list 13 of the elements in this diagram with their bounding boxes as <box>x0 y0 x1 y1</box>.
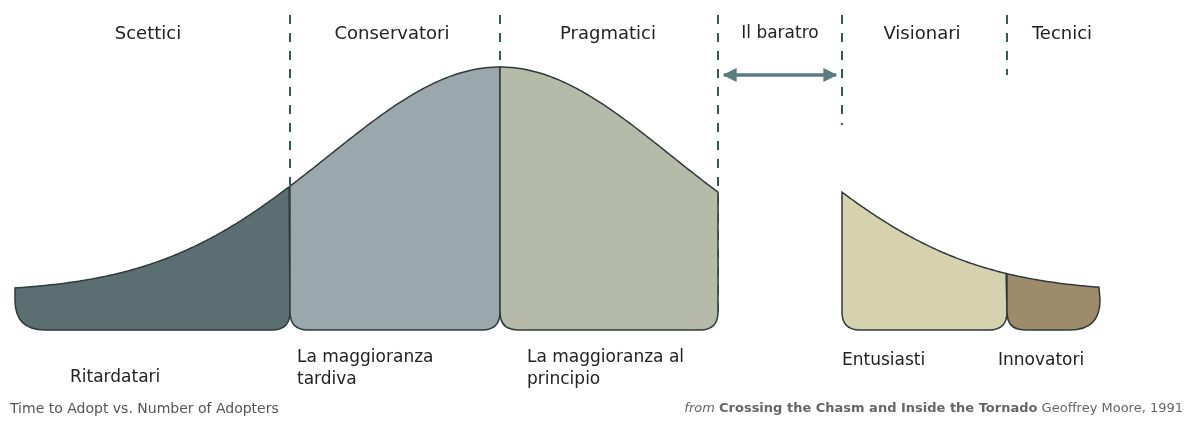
axis-caption: Time to Adopt vs. Number of Adopters <box>10 400 279 416</box>
group-label: Scettici <box>114 22 182 43</box>
source-note: from Crossing the Chasm and Inside the Tornado Geoffrey Moore, 1991 <box>684 400 1183 415</box>
segment-label: La maggioranza al principio <box>527 345 686 390</box>
segment-label: Innovatori <box>998 348 1086 371</box>
group-label: Il baratro <box>741 22 819 42</box>
group-label: Pragmatici <box>560 22 656 43</box>
group-label: Visionari <box>883 22 961 43</box>
group-label: Conservatori <box>334 22 450 43</box>
segment-label: Entusiasti <box>842 348 927 371</box>
segment-label: Ritardatari <box>70 365 162 388</box>
group-label: Tecnici <box>1031 22 1093 43</box>
segment-label: La maggioranza tardiva <box>297 345 435 390</box>
